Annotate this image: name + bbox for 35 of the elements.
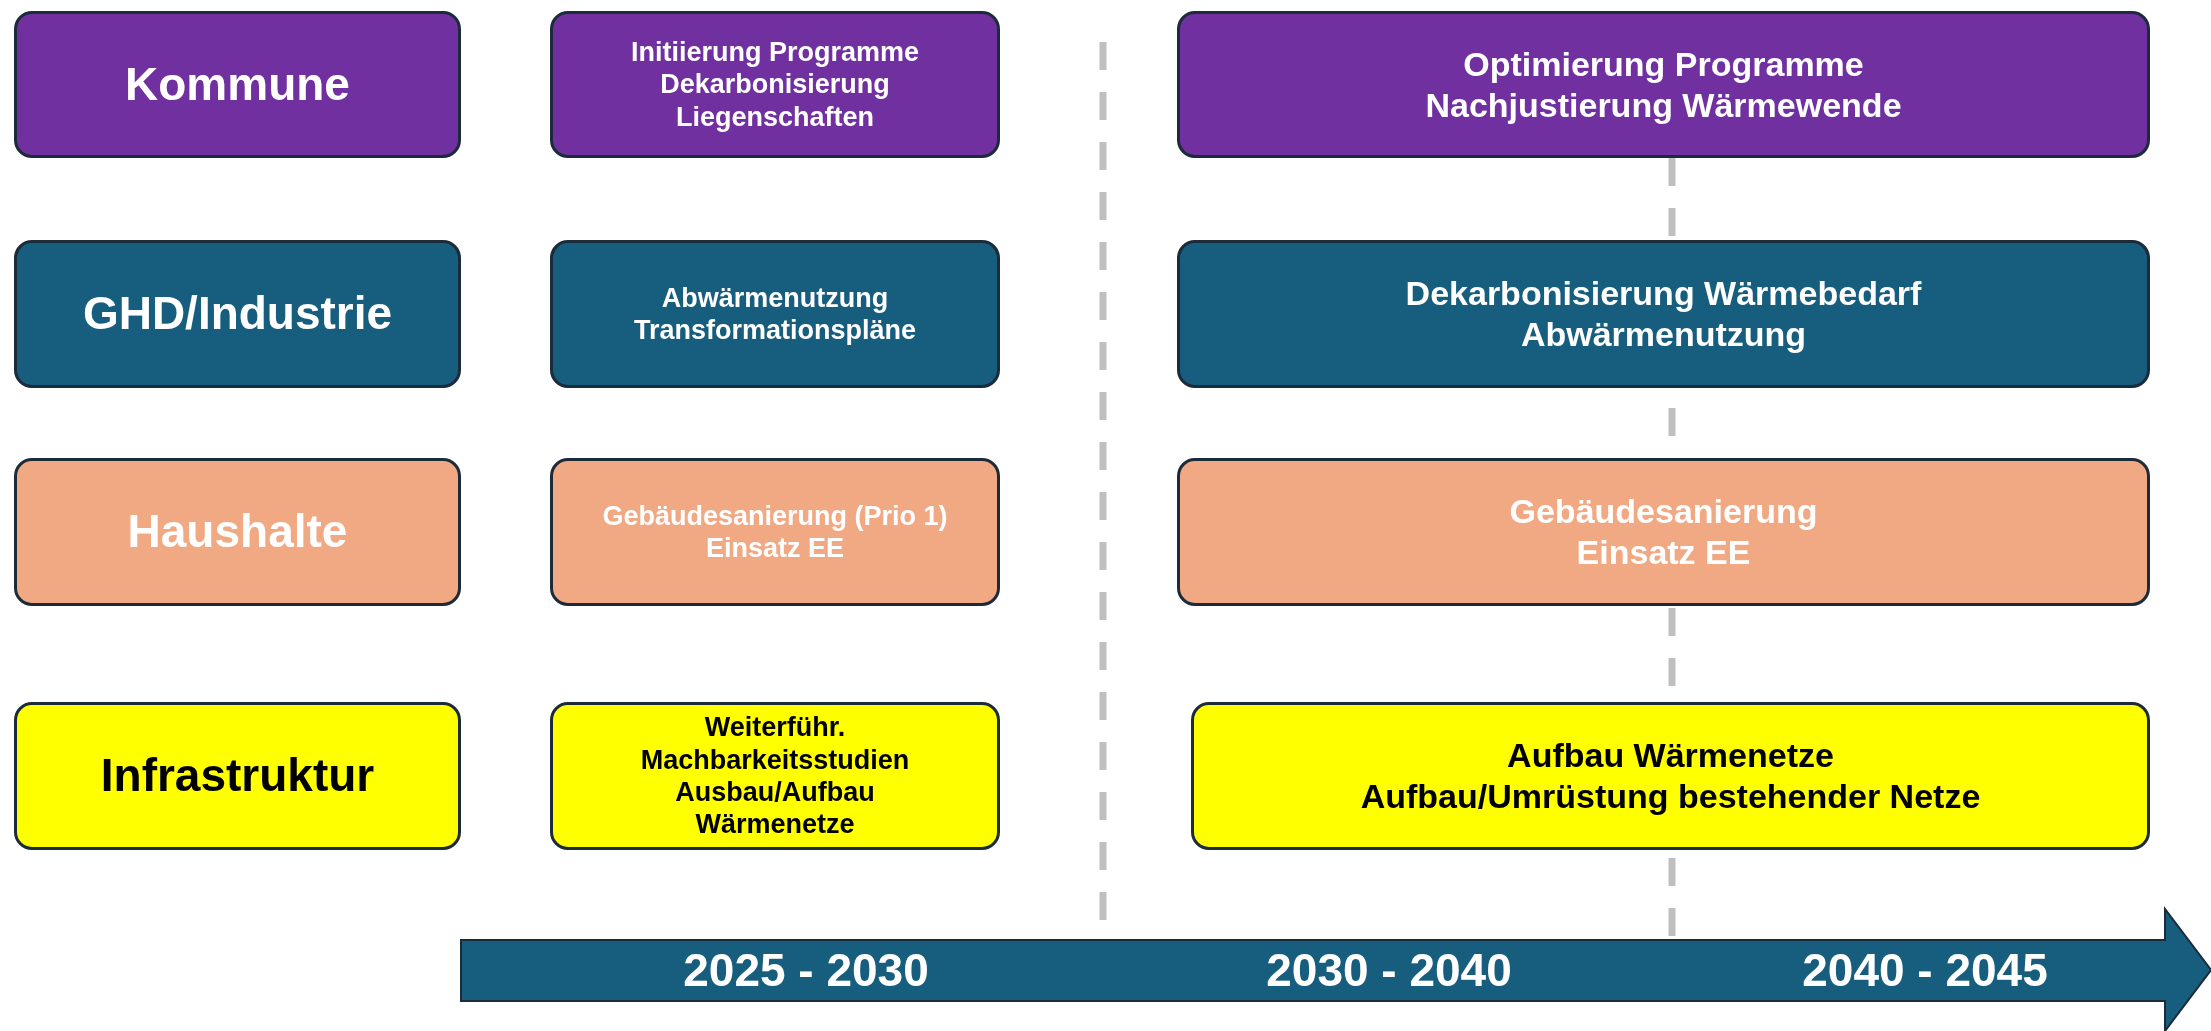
measure-text: Gebäudesanierung (Prio 1) (602, 499, 948, 532)
measure-text: Transformationspläne (633, 314, 917, 347)
measure-text: Weiterführ. Machbarkeitsstudien (639, 711, 911, 776)
measure-box (1177, 458, 2150, 606)
measure-text: Aufbau Wärmenetze (1507, 735, 1834, 776)
measure-text: Dekarbonisierung Liegenschaften (659, 68, 891, 134)
measure-text: Nachjustierung Wärmewende (1425, 84, 1902, 126)
measure-text: Abwärmenutzung (1520, 314, 1807, 355)
measure-text: Einsatz EE (1576, 532, 1751, 573)
sector-label: Infrastruktur (100, 748, 375, 804)
measure-box (550, 702, 1000, 850)
period-label: 2030 - 2040 (1266, 943, 1512, 997)
period-label: 2025 - 2030 (683, 943, 929, 997)
measure-text: Gebäudesanierung (1509, 491, 1818, 532)
sector-box (14, 702, 461, 850)
measure-text: Initiierung Programme (630, 35, 920, 69)
period-label: 2040 - 2045 (1802, 943, 2048, 997)
measure-box (550, 240, 1000, 388)
measure-box (550, 11, 1000, 158)
sector-box (14, 11, 461, 158)
measure-text: Aufbau/Umrüstung bestehender Netze (1360, 776, 1981, 817)
measure-box (1177, 240, 2150, 388)
sector-label: GHD/Industrie (82, 286, 393, 342)
sector-label: Kommune (125, 56, 350, 112)
sector-box (14, 240, 461, 388)
measure-text: Abwärmenutzung (661, 281, 889, 314)
measure-text: Dekarbonisierung Wärmebedarf (1405, 273, 1922, 314)
measure-box (1191, 702, 2150, 850)
measure-text: Optimierung Programme (1463, 43, 1864, 85)
measure-box (550, 458, 1000, 606)
measure-box (1177, 11, 2150, 158)
measure-text: Einsatz EE (705, 532, 844, 565)
measure-text: Ausbau/Aufbau Wärmenetze (674, 776, 876, 841)
sector-box (14, 458, 461, 606)
sector-label: Haushalte (127, 504, 348, 560)
